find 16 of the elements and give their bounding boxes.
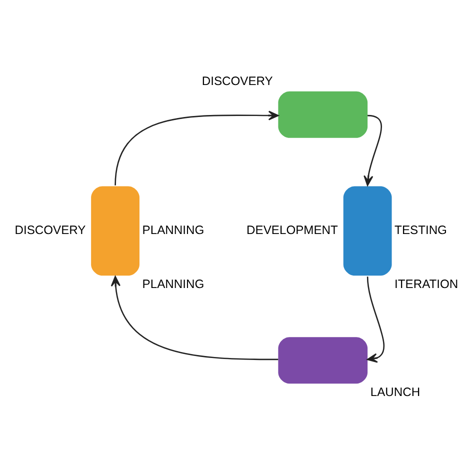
node-label: DEVELOPMENT [246, 222, 338, 237]
node-arc [91, 186, 140, 276]
node-arc [343, 186, 392, 276]
arrow [366, 276, 385, 362]
node-label: LAUNCH [370, 384, 420, 399]
arrow [110, 275, 278, 360]
node-arc [278, 336, 368, 384]
arrow [114, 110, 279, 185]
node-label: TESTING [394, 222, 447, 237]
node-label: DISCOVERY [202, 74, 273, 88]
node-label: DISCOVERY [14, 222, 86, 237]
node-label: PLANNING [142, 222, 204, 237]
node-arc [278, 90, 368, 138]
arrow [364, 114, 382, 186]
node-label: ITERATION [394, 276, 458, 291]
node-label: PLANNING [142, 276, 204, 291]
